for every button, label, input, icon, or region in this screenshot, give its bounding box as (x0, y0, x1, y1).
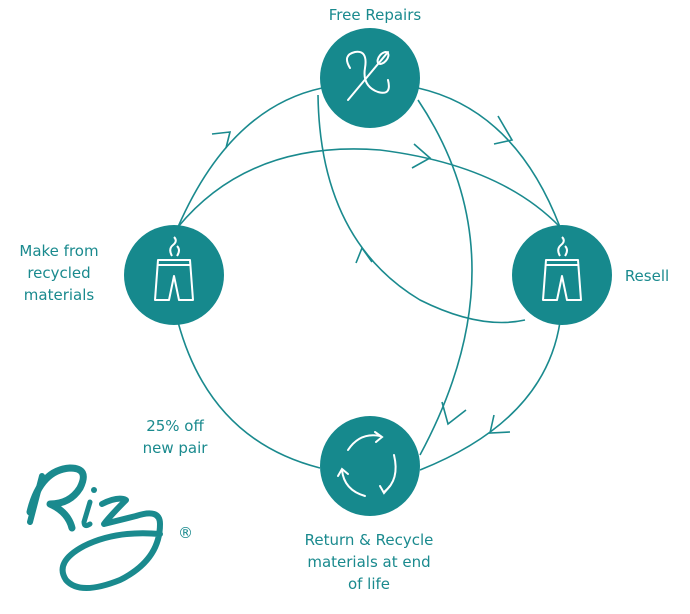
arc-repairs-to-resell (417, 87, 561, 228)
arc-resell-to-return (419, 321, 561, 471)
node-free-repairs (320, 28, 420, 128)
label-line: Resell (624, 267, 670, 285)
edge-label-discount: 25% off new pair (120, 415, 230, 459)
label-make-recycled: Make from recycled materials (0, 240, 118, 306)
label-line: recycled (27, 264, 91, 282)
label-line: new pair (142, 439, 208, 457)
chord-repairs-to-return (417, 99, 473, 456)
arc-return-to-make (177, 321, 321, 469)
node-return-recycle (320, 416, 420, 516)
arrowhead-1 (211, 131, 232, 149)
riz-script-logo: ® (26, 464, 193, 591)
label-free-repairs: Free Repairs (285, 4, 465, 26)
shorts-icon (154, 236, 194, 301)
arc-make-to-repairs (177, 87, 323, 228)
label-line: materials at end (307, 553, 431, 571)
arrowhead-2 (493, 115, 514, 145)
needle-thread-icon (345, 50, 390, 101)
chord-make-to-resell (177, 148, 561, 228)
arrowhead-5 (441, 401, 467, 426)
label-line: 25% off (146, 417, 204, 435)
label-line: of life (347, 575, 391, 593)
label-line: Free Repairs (328, 6, 422, 24)
label-line: materials (23, 286, 95, 304)
arrowhead-4 (355, 246, 373, 264)
arrowhead-3 (411, 143, 432, 169)
connector-paths (177, 87, 561, 471)
loop-repairs-to-resell (317, 94, 526, 324)
registered-mark: ® (178, 524, 193, 542)
shorts-icon (542, 236, 582, 301)
label-line: Return & Recycle (304, 531, 434, 549)
node-make-recycled (124, 225, 224, 325)
recycle-loop-icon (337, 431, 397, 497)
label-return-recycle: Return & Recycle materials at end of lif… (285, 529, 453, 595)
label-line: Make from (19, 242, 99, 260)
arrowhead-6 (488, 414, 511, 434)
node-resell (512, 225, 612, 325)
label-resell: Resell (612, 265, 682, 287)
